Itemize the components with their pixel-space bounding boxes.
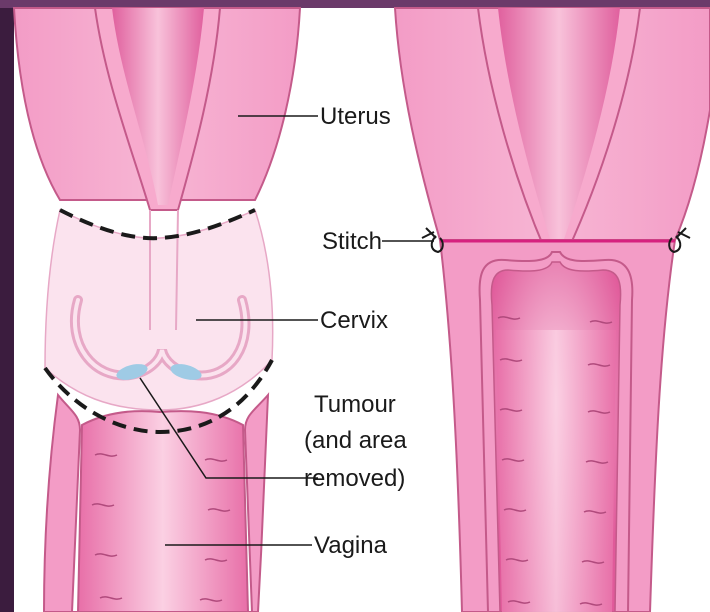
left-photo-strip	[0, 0, 14, 612]
label-tumour-line3: removed)	[304, 465, 405, 492]
label-uterus: Uterus	[320, 103, 391, 130]
right-vagina-canal-lower	[496, 330, 616, 612]
label-vagina: Vagina	[314, 532, 388, 559]
top-photo-strip	[0, 0, 710, 8]
label-stitch: Stitch	[322, 228, 382, 255]
left-figure	[14, 8, 300, 612]
right-figure	[395, 8, 710, 612]
label-cervix: Cervix	[320, 307, 388, 334]
label-tumour-line1: Tumour	[314, 391, 396, 418]
label-tumour-line2: (and area	[304, 427, 407, 454]
